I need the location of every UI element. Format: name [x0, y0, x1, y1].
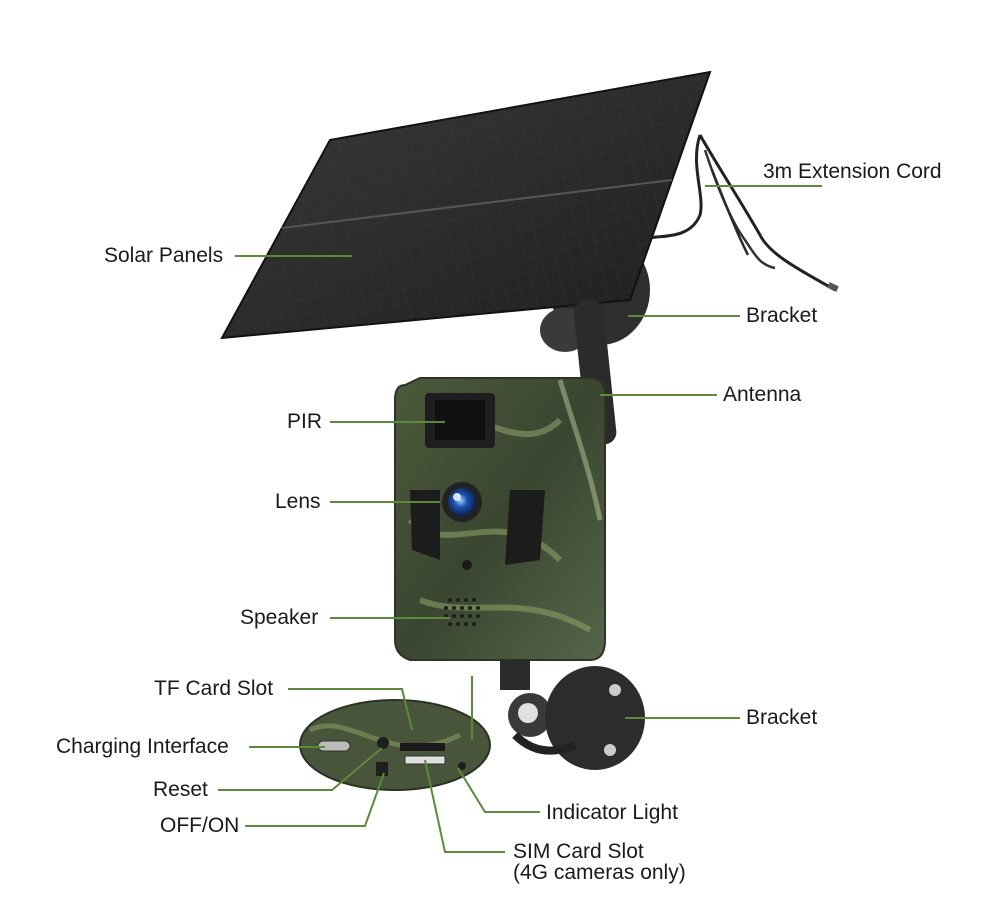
tf-card-slot [400, 743, 445, 751]
indicator-light [458, 762, 466, 770]
label-antenna: Antenna [723, 383, 802, 406]
label-solar-panels: Solar Panels [104, 244, 224, 267]
label-bracket-bottom: Bracket [746, 706, 818, 729]
reset-button [377, 737, 389, 749]
label-sim-card-slot: SIM Card Slot (4G cameras only) [513, 841, 686, 883]
label-sim-card-slot-line2: (4G cameras only) [513, 861, 686, 884]
extension-cord [649, 134, 836, 292]
label-sim-card-slot-line1: SIM Card Slot [513, 840, 644, 863]
label-off-on: OFF/ON [160, 814, 240, 837]
power-switch [376, 762, 388, 776]
label-bracket-top: Bracket [746, 304, 818, 327]
label-lens: Lens [275, 490, 321, 513]
bottom-bracket [500, 660, 645, 770]
label-reset: Reset [153, 778, 208, 801]
label-tf-card-slot: TF Card Slot [154, 677, 274, 700]
leader-lines [218, 185, 822, 853]
speaker-grille [444, 598, 480, 626]
label-pir: PIR [287, 410, 323, 433]
label-speaker: Speaker [240, 606, 319, 629]
label-charging-interface: Charging Interface [56, 735, 229, 758]
label-extension-cord: 3m Extension Cord [763, 160, 942, 183]
camera-body [394, 377, 606, 661]
label-indicator-light: Indicator Light [546, 801, 678, 824]
